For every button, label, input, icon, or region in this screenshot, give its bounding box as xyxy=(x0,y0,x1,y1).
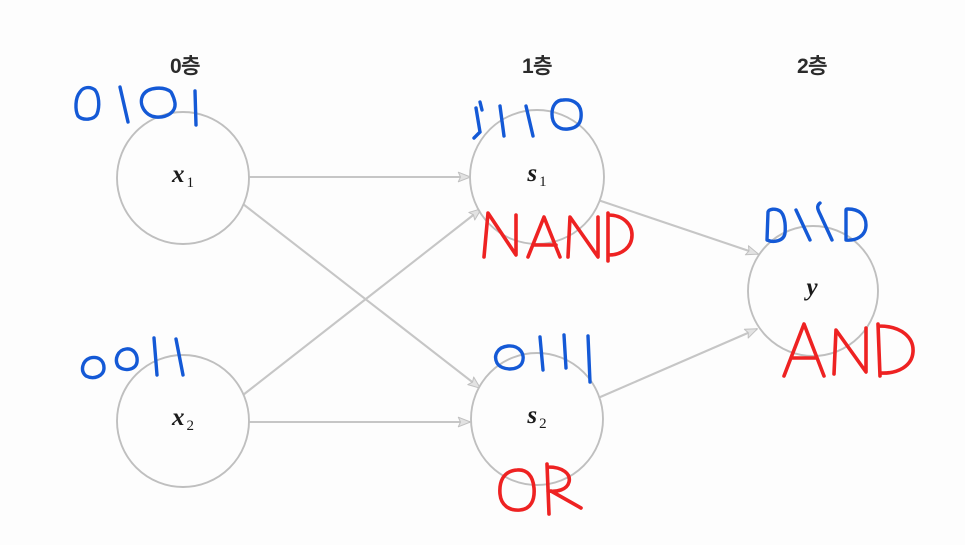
annotation-bits-y xyxy=(758,196,878,248)
node-circle-x2[interactable] xyxy=(116,354,250,488)
node-symbol-s1: s xyxy=(527,160,538,187)
node-circle-group xyxy=(116,109,879,488)
layer-label-1: 1층 xyxy=(522,55,553,78)
node-symbol-y: y xyxy=(806,274,818,301)
node-label-y: y xyxy=(763,274,863,305)
edge-s2-y xyxy=(597,328,758,399)
layer-label-0: 0층 xyxy=(170,55,201,78)
node-subscript-s1: 1 xyxy=(539,173,547,190)
annotation-bits-x1 xyxy=(72,78,202,128)
edge-s1-y xyxy=(597,199,759,256)
edge-x1-s2 xyxy=(242,203,481,389)
annotation-gate-y xyxy=(780,318,920,380)
node-subscript-x2: 2 xyxy=(186,417,195,434)
handwriting-0111-s2 xyxy=(493,333,592,384)
node-circle-s2[interactable] xyxy=(470,352,604,486)
node-symbol-s2: s xyxy=(527,402,538,429)
handwriting-0011-x2 xyxy=(80,336,185,380)
handwriting-or-s2 xyxy=(498,462,583,516)
edge-group xyxy=(242,171,759,428)
node-symbol-x1: x xyxy=(172,161,185,188)
annotation-bits-s2 xyxy=(488,332,628,390)
layer-label-2: 2층 xyxy=(797,55,828,78)
handwriting-1110-s1 xyxy=(472,98,583,140)
handwriting-0110-y xyxy=(765,201,868,243)
node-circle-y[interactable] xyxy=(747,225,879,357)
handwriting-and-y xyxy=(782,322,915,378)
edge-x2-s1 xyxy=(242,208,482,396)
annotation-gate-s1 xyxy=(478,205,638,267)
node-circle-x1[interactable] xyxy=(116,111,250,245)
annotation-gate-s2 xyxy=(495,462,605,518)
node-symbol-x2: x xyxy=(172,404,185,431)
annotation-bits-x2 xyxy=(78,330,203,382)
annotation-bits-s1 xyxy=(470,92,610,142)
node-subscript-x1: 1 xyxy=(186,174,195,191)
handwriting-nand-s1 xyxy=(482,211,634,263)
handwriting-0101-x1 xyxy=(74,85,198,127)
node-subscript-s2: 2 xyxy=(539,415,547,432)
